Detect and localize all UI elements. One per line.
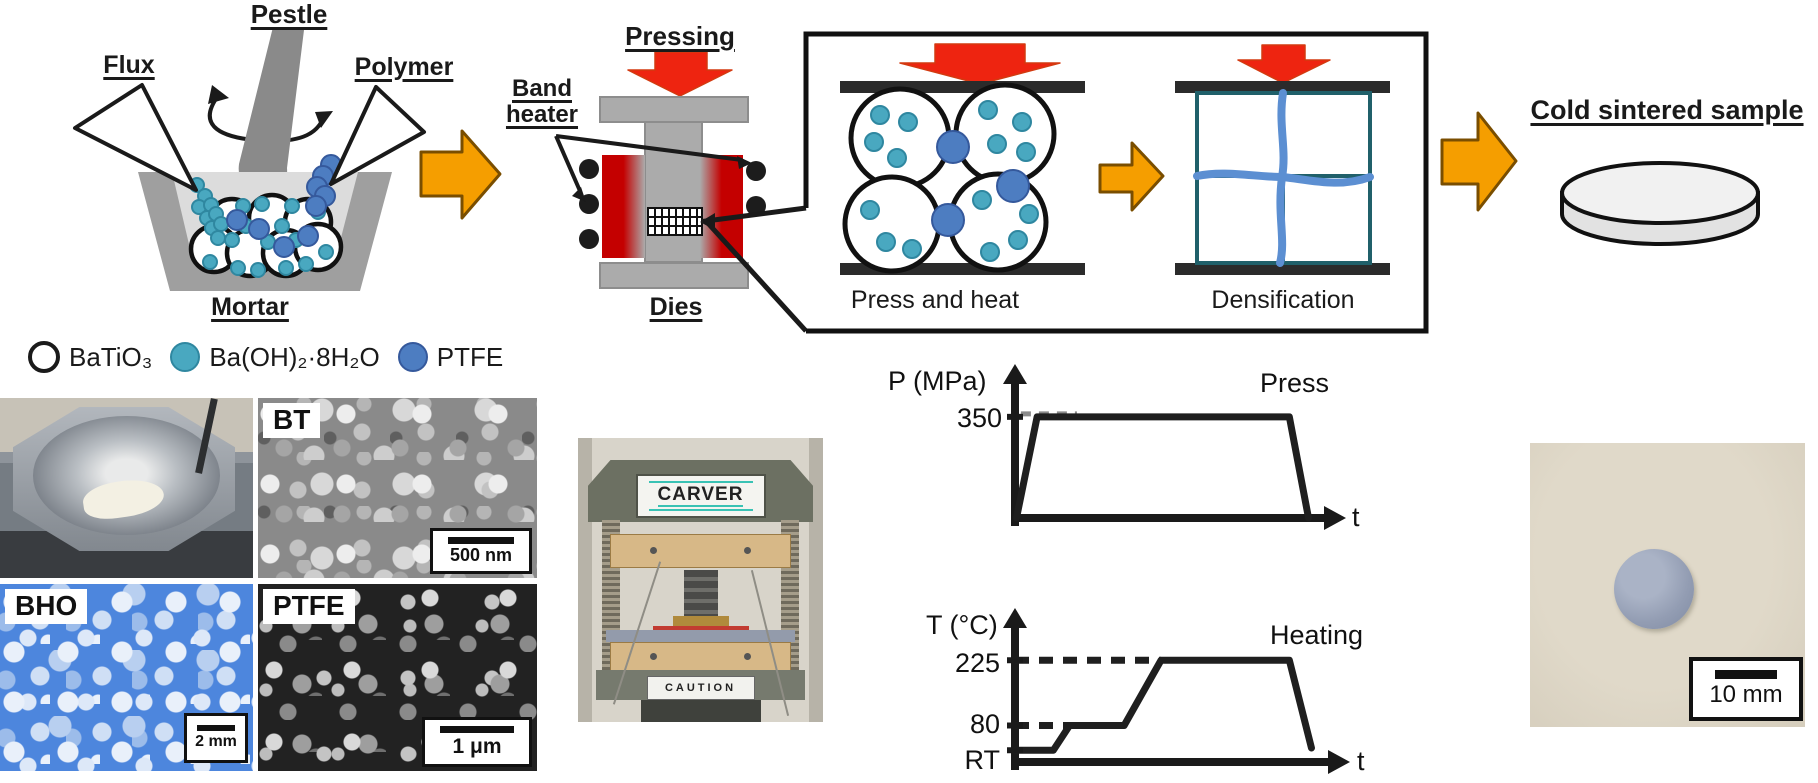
bt-sem-photo: BT 500 nm — [258, 398, 537, 578]
lower-steel-plate — [606, 630, 795, 642]
legend-item-bho: Ba(OH)₂·8H₂O — [170, 341, 380, 373]
press-series-label: Press — [1260, 368, 1330, 398]
bt-photo-label: BT — [263, 403, 321, 438]
band-heater-left — [602, 155, 645, 258]
mortar-label: Mortar — [211, 293, 289, 321]
carver-press-photo: CARVER CAUTION — [578, 438, 823, 722]
temperature-chart-plot — [1003, 608, 1350, 774]
sample-scale-label: 10 mm — [1709, 680, 1783, 708]
pressure-profile-chart: P (MPa) 350 Press t — [870, 358, 1375, 548]
wall-shade — [809, 438, 823, 722]
mortar-bowl-photo — [32, 416, 221, 535]
temperature-tick-225: 225 — [954, 648, 1000, 678]
densification-panel — [1175, 44, 1390, 275]
bt-scale-label: 500 nm — [449, 544, 513, 565]
band-heater-right — [700, 155, 743, 258]
wall-shade — [578, 438, 592, 722]
bolt-dot — [743, 547, 751, 554]
bho-scale-bar — [197, 725, 235, 732]
temperature-tick-80: 80 — [969, 709, 1000, 739]
heater-clamps — [579, 159, 766, 249]
legend-label: Ba(OH)₂·8H₂O — [209, 341, 380, 372]
flux-particles — [189, 177, 334, 278]
brass-ring — [672, 616, 729, 626]
ptfe-scale-label: 1 μm — [452, 734, 502, 758]
bho-scale-box: 2 mm — [184, 713, 248, 763]
sample-scale-bar — [1715, 669, 1777, 679]
flow-arrow-1 — [419, 129, 502, 220]
pressure-profile — [1012, 413, 1313, 522]
ptfe-scale-box: 1 μm — [422, 717, 532, 767]
flux-funnel — [73, 83, 198, 192]
inset-flow-arrow — [1098, 141, 1165, 212]
temperature-profile-chart: T (°C) 225 80 RT Heating t — [870, 598, 1385, 783]
heating-series-label: Heating — [1270, 620, 1364, 650]
die-assembly — [683, 570, 718, 616]
caution-label: CAUTION — [664, 682, 737, 694]
press-and-heat-panel — [840, 43, 1085, 275]
legend-label: BaTiO₃ — [69, 341, 153, 372]
pressing-arrow-icon — [627, 51, 733, 97]
pressing-label: Pressing — [625, 21, 735, 51]
flux-label: Flux — [103, 51, 155, 79]
bho-scale-label: 2 mm — [195, 733, 237, 751]
inset-flux-dots — [860, 100, 1039, 262]
caution-plate: CAUTION — [646, 676, 755, 700]
band-heater-label: Band heater — [505, 75, 579, 128]
sample-scale-box: 10 mm — [1689, 657, 1803, 721]
time-axis-label: t — [1357, 746, 1365, 776]
legend-label: PTFE — [436, 341, 504, 372]
material-legend: BaTiO₃ Ba(OH)₂·8H₂O PTFE — [28, 334, 511, 380]
batio3-circle-icon — [28, 341, 60, 373]
temperature-profile — [1011, 656, 1315, 754]
upper-platen — [610, 534, 791, 568]
pressure-chart-plot — [1003, 364, 1346, 530]
bolt-dot — [743, 653, 751, 660]
dies-label: Dies — [649, 293, 703, 321]
ptfe-sem-photo: PTFE 1 μm — [258, 584, 537, 771]
bt-scale-box: 500 nm — [430, 528, 532, 574]
densification-label: Densification — [1211, 286, 1355, 314]
ptfe-scale-bar — [440, 725, 514, 733]
pestle-shape — [238, 27, 304, 191]
inset-polymer-dots — [931, 130, 1030, 237]
band-heater-glow — [652, 626, 749, 631]
nameplate-line — [648, 508, 753, 511]
nameplate-line — [648, 481, 753, 484]
press-foot — [640, 700, 761, 722]
bho-optical-photo: BHO 2 mm — [0, 584, 253, 771]
temperature-axis-label: T (°C) — [926, 610, 998, 640]
mortar-pestle-drawing — [73, 27, 426, 291]
carver-nameplate: CARVER — [635, 474, 766, 518]
time-axis-label: t — [1352, 502, 1360, 532]
legend-item-batio3: BaTiO₃ — [28, 341, 152, 373]
sample-disk — [1614, 549, 1694, 629]
polymer-funnel — [329, 85, 426, 186]
lower-platen — [610, 642, 791, 672]
ptfe-circle-icon — [397, 342, 428, 372]
inset-box — [803, 31, 1429, 334]
pressure-tick-350: 350 — [956, 403, 1002, 433]
pestle-label: Pestle — [250, 0, 328, 29]
ptfe-photo-label: PTFE — [263, 589, 355, 624]
carver-brand-label: CARVER — [657, 484, 744, 507]
process-flow-diagram — [73, 27, 1760, 334]
die-press-drawing — [554, 51, 766, 289]
pressure-axis-label: P (MPa) — [888, 366, 987, 396]
polymer-label: Polymer — [354, 53, 454, 81]
sintered-sample-photo: 10 mm — [1530, 443, 1805, 727]
bolt-dot — [650, 653, 658, 660]
press-and-heat-label: Press and heat — [850, 286, 1020, 314]
sintered-disk-drawing — [1560, 161, 1760, 246]
bho-circle-icon — [170, 342, 201, 372]
temperature-tick-rt: RT — [964, 745, 1000, 775]
bolt-dot — [650, 547, 658, 554]
flow-arrow-2 — [1440, 111, 1518, 212]
mortar-photo — [0, 398, 253, 578]
bho-photo-label: BHO — [5, 589, 88, 624]
bt-scale-bar — [448, 536, 514, 544]
legend-item-ptfe: PTFE — [397, 341, 504, 373]
cold-sintered-sample-label: Cold sintered sample — [1530, 95, 1804, 125]
